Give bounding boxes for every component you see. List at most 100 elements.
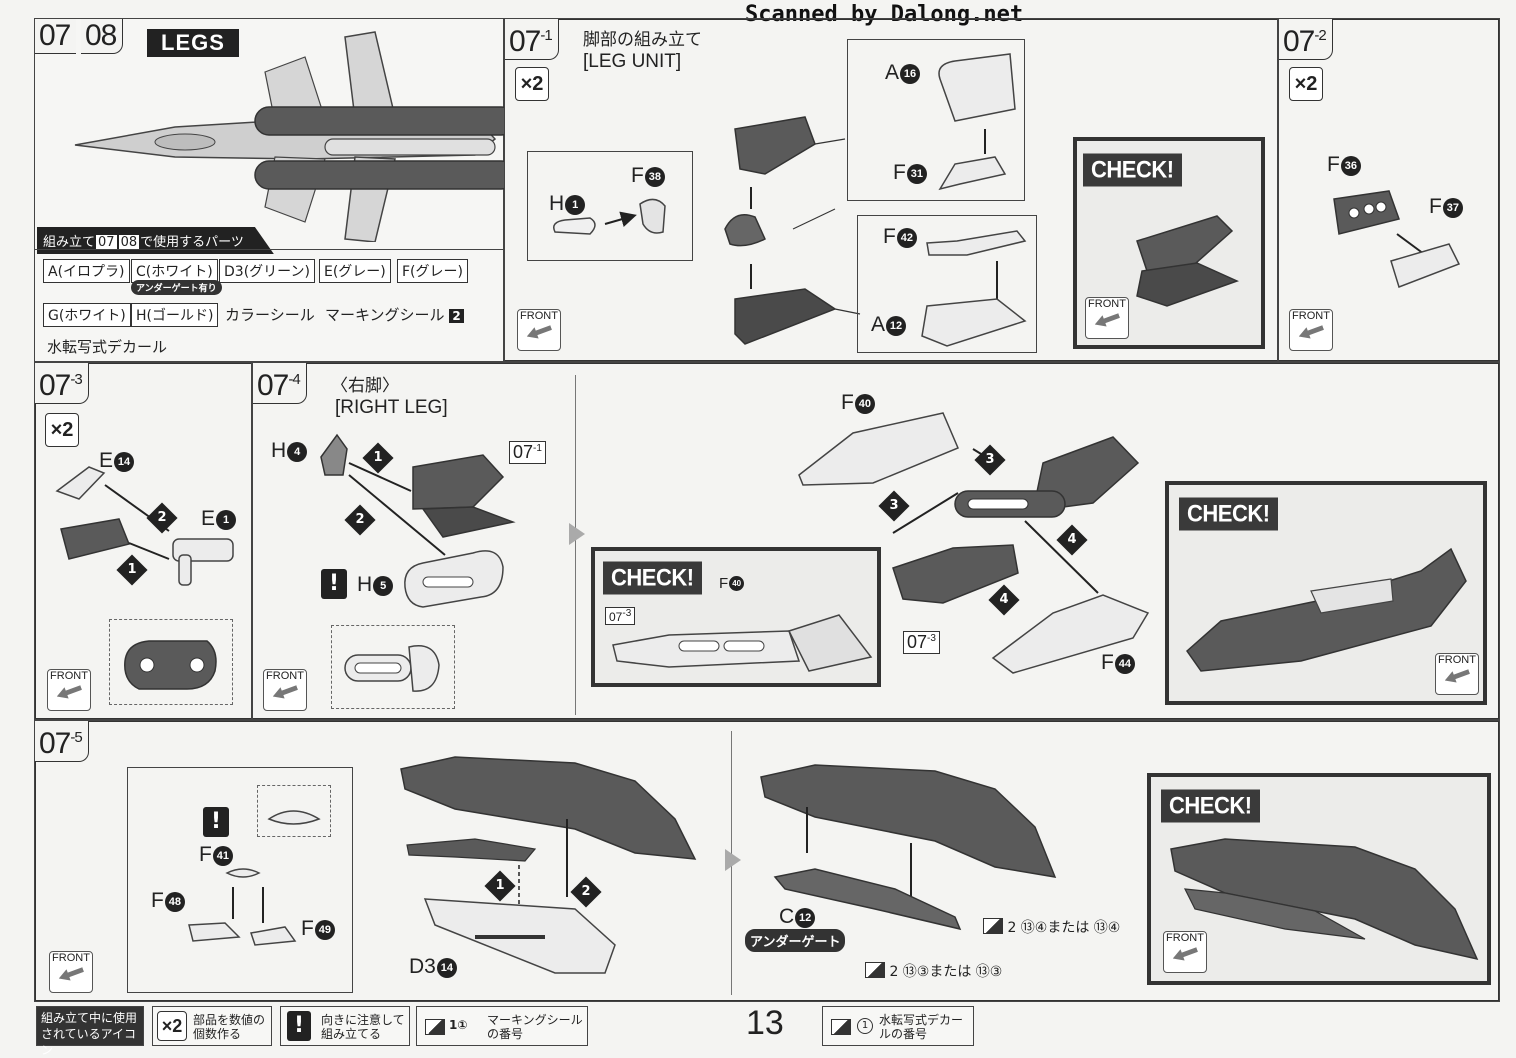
part-runner-a: A(イロプラ) — [43, 259, 130, 283]
h5-detail — [331, 625, 455, 709]
step-07-4-badge-3a: 3 — [974, 444, 1006, 476]
part-a16-num: 16 — [900, 64, 921, 84]
step-07-1-title-jp: 脚部の組み立て — [583, 30, 702, 50]
step-07-2-num: 07 — [1283, 25, 1315, 58]
step-07-2-sub: -2 — [1314, 27, 1326, 44]
part-c12-letter: C — [779, 905, 795, 928]
step-07-4-sub: -4 — [288, 371, 300, 388]
parts-used-step-b: 08 — [118, 235, 140, 250]
step-07-5-number: 07-5 — [35, 721, 89, 762]
step-07-3-front-label: FRONT — [50, 670, 88, 682]
ref-07-1-step: 07 — [513, 442, 534, 462]
step-07-1-sub: -1 — [540, 27, 552, 44]
step-07-3-badge-1: 1 — [116, 554, 148, 586]
part-f44-num: 44 — [1114, 654, 1135, 674]
h1-f38-parts — [553, 198, 666, 235]
parts-used-step-a: 07 — [96, 235, 117, 250]
inner-f40-letter: F — [719, 575, 729, 592]
part-e14-letter: E — [99, 449, 114, 472]
part-h5-letter: H — [357, 573, 373, 596]
step-07-5-check-front-label: FRONT — [1166, 932, 1204, 944]
footer-excl-desc: 向きに注意して組み立てる — [321, 1013, 405, 1041]
parts-used-pre: 組み立て — [43, 235, 96, 250]
part-f41-num: 41 — [212, 846, 233, 866]
step-07-1-front: FRONT — [517, 309, 561, 351]
e14-e1-parts — [55, 466, 234, 586]
footer-decal-num: 1 — [857, 1018, 873, 1034]
footer-excl-legend: ! 向きに注意して組み立てる — [280, 1006, 410, 1046]
marking-sticker: マーキングシール 2 — [325, 304, 464, 325]
step-07-4-check-illustration — [1186, 547, 1467, 672]
part-a16-letter: A — [885, 61, 900, 84]
f42-a12-parts — [921, 230, 1027, 347]
footer-excl-icon: ! — [287, 1011, 311, 1041]
part-f41-letter: F — [199, 843, 212, 866]
step-07-5-badge-1: 1 — [484, 870, 516, 902]
part-runner-e: E(グレー) — [319, 259, 391, 283]
part-h4-num: 4 — [287, 442, 308, 462]
a16-f31-parts — [938, 53, 1016, 191]
footer-marking-desc: マーキングシールの番号 — [487, 1013, 583, 1041]
step-07-4-divider — [575, 375, 576, 715]
step-07-2-front-label: FRONT — [1292, 310, 1330, 322]
step-07-4-check-front: FRONT — [1435, 653, 1479, 695]
step-07-1-check-front-label: FRONT — [1088, 298, 1126, 310]
step-07-4-title-jp: 〈右脚〉 — [331, 376, 399, 396]
step-07-1-check-label: CHECK! — [1083, 153, 1182, 187]
part-d314-letter: D3 — [409, 955, 436, 978]
step-07-5-check-illustration — [1170, 838, 1479, 961]
part-f36-num: 36 — [1340, 156, 1361, 176]
step-07-1-number: 07-1 — [505, 19, 559, 60]
marking-ref-2-text: 2 ⑬③または ⑬③ — [889, 964, 1003, 980]
leg-unit-assembly — [724, 116, 861, 345]
part-runner-h: H(ゴールド) — [131, 303, 219, 327]
attention-icon-f41: ! — [203, 807, 229, 837]
step-07-4-num: 07 — [257, 369, 289, 402]
step-07-3-num: 07 — [39, 369, 71, 402]
step-07-3-number: 07-3 — [35, 363, 89, 404]
step-07-5-check: CHECK! FRONT — [1147, 773, 1491, 985]
part-f49-letter: F — [301, 917, 314, 940]
footer-decal-desc: 水転写式デカールの番号 — [879, 1013, 964, 1041]
part-d314-num: 14 — [436, 958, 457, 978]
right-leg-assembly — [798, 412, 1150, 674]
part-runner-f: F(グレー) — [397, 259, 468, 283]
step-07-3-sub: -3 — [70, 371, 82, 388]
part-f31-num: 31 — [906, 164, 927, 184]
f41-orientation-illustration — [267, 810, 321, 825]
step-07-5-detail-box — [127, 767, 353, 993]
part-f48-num: 48 — [164, 892, 185, 912]
step-07-4-check-label: CHECK! — [1179, 497, 1278, 531]
part-f42-letter: F — [883, 225, 896, 248]
step-07-1-num: 07 — [509, 25, 541, 58]
sticker-icon — [425, 1019, 445, 1035]
f41-orientation-detail — [257, 785, 331, 837]
inner-f40-num: 40 — [729, 576, 745, 591]
step-07-5-front-label: FRONT — [52, 952, 90, 964]
part-f40-letter: F — [841, 391, 854, 414]
step-07-5-next-arrow — [725, 849, 741, 871]
aircraft-illustration — [74, 31, 505, 242]
part-c12-num: 12 — [795, 908, 816, 928]
color-sticker: カラーシール — [225, 306, 315, 324]
step-07-5-sub: -5 — [70, 729, 82, 746]
footer-decal-legend: 1 水転写式デカールの番号 — [822, 1006, 974, 1046]
